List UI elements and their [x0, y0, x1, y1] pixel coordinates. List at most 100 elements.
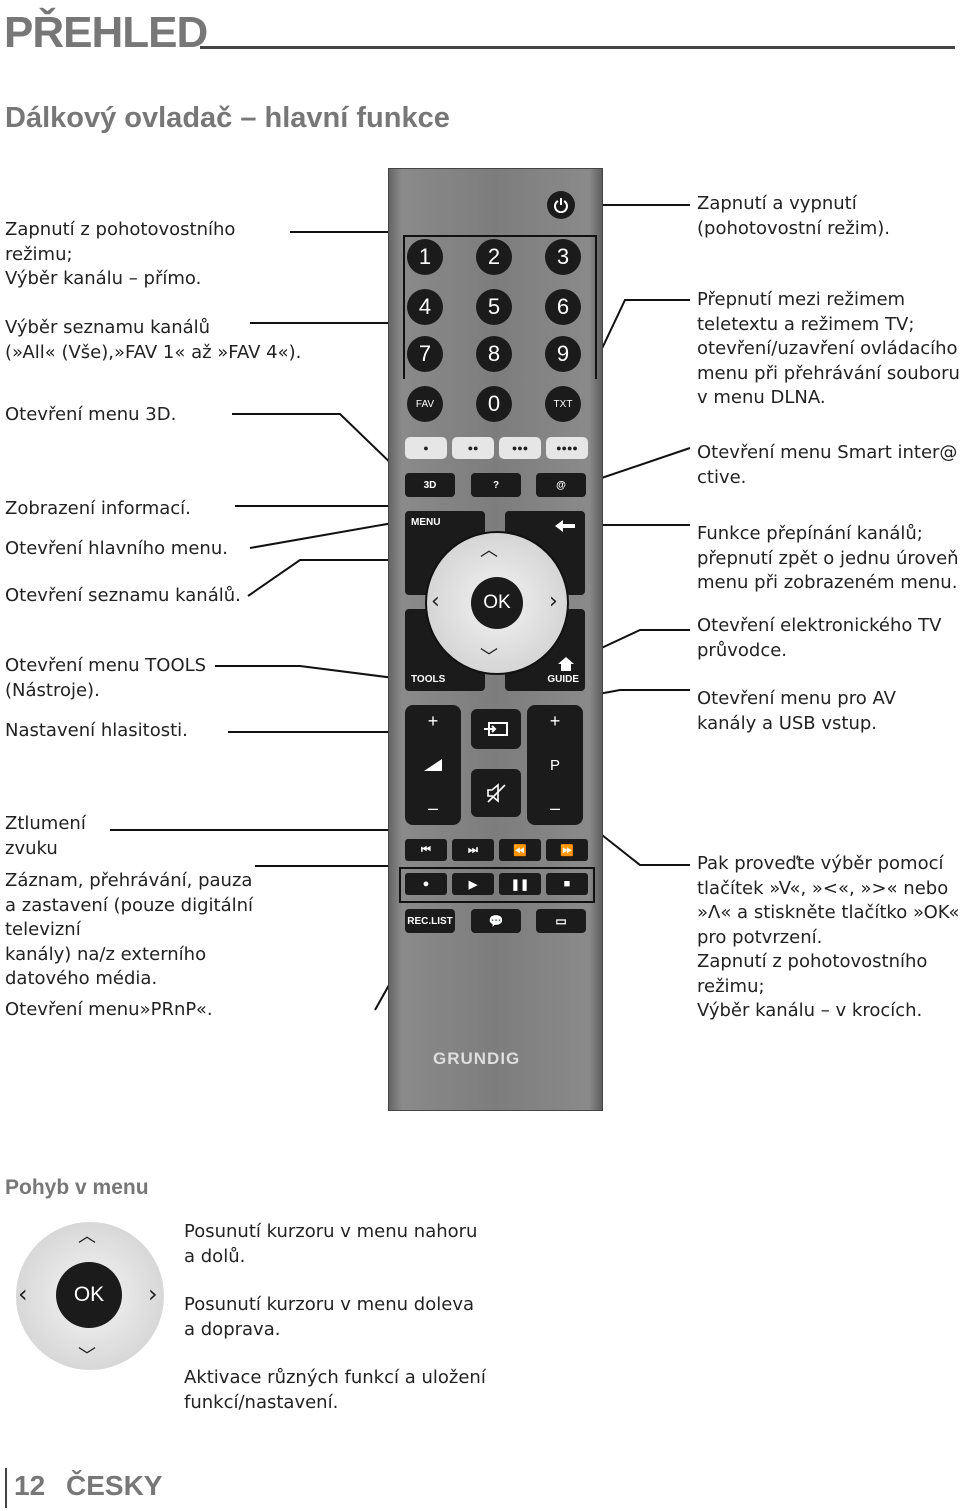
rewind-button[interactable]: ⏪ [499, 839, 541, 861]
label-epg: Otevření elektronického TV průvodce. [697, 614, 941, 663]
label-line: (Nástroje). [5, 679, 100, 701]
av-source-button[interactable] [471, 709, 521, 749]
prnp-button[interactable]: 💬 [471, 909, 521, 933]
nav-desc-ok: Aktivace různých funkcí a uložení funkcí… [184, 1366, 486, 1415]
label-line: Ztlumení [5, 813, 86, 834]
label-line: Otevření seznamu kanálů. [5, 585, 241, 606]
nav-desc-updown: Posunutí kurzoru v menu nahoru a dolů. [184, 1220, 477, 1269]
fast-forward-button[interactable]: ⏩ [546, 839, 588, 861]
label-line: a doprava. [184, 1318, 281, 1340]
pause-icon: ❚❚ [510, 878, 530, 891]
label-line: v menu DLNA. [697, 387, 826, 408]
page-title: PŘEHLED [4, 8, 208, 57]
pause-button[interactable]: ❚❚ [499, 873, 541, 895]
nav-up-icon[interactable]: ︿ [480, 540, 498, 561]
label-line: Otevření elektronického TV [697, 615, 942, 636]
footer-bar [5, 1468, 7, 1508]
program-minus-label: – [549, 798, 560, 818]
info-button[interactable]: ? [471, 473, 521, 497]
rewind-icon: ⏪ [513, 844, 527, 857]
label-line: Otevření menu TOOLS [5, 655, 207, 676]
label-3d-menu: Otevření menu 3D. [5, 403, 176, 428]
label-line: televizní [5, 919, 81, 940]
label-line: Otevření menu 3D. [5, 404, 177, 425]
green-dots-button[interactable]: ●● [452, 437, 494, 459]
home-icon [558, 657, 574, 671]
label-line: Zapnutí a vypnutí [697, 193, 857, 214]
play-icon: ▶ [468, 878, 478, 891]
digit-5-button[interactable]: 5 [476, 289, 512, 325]
label-line: kanály) na/z externího [5, 943, 207, 965]
stop-button[interactable]: ■ [546, 873, 588, 895]
label-p-steps: Pak proveďte výběr pomocí tlačítek »V«, … [697, 852, 959, 1024]
yellow-dots-button[interactable]: ●●● [499, 437, 541, 459]
label-line: Funkce přepínání kanálů; [697, 523, 923, 544]
label-line: otevření/uzavření ovládacího [697, 338, 958, 359]
blue-dots-button[interactable]: ●●●● [546, 437, 588, 459]
label-tools: Otevření menu TOOLS (Nástroje). [5, 654, 206, 703]
mute-button[interactable] [471, 769, 521, 817]
label-line: Otevření menu pro AV [697, 688, 896, 709]
program-rocker[interactable]: + P – [527, 705, 583, 825]
label-line: Otevření hlavního menu. [5, 538, 228, 559]
tools-label: TOOLS [411, 674, 446, 685]
subtitle-button[interactable]: ▭ [536, 909, 586, 933]
label-line: (»All« (Vše),»FAV 1« až »FAV 4«). [5, 341, 302, 363]
3d-button[interactable]: 3D [405, 473, 455, 497]
digit-3-button[interactable]: 3 [545, 239, 581, 275]
menu-label: MENU [411, 517, 441, 528]
label-line: Posunutí kurzoru v menu doleva [184, 1294, 474, 1315]
subtitle-icon: ▭ [555, 914, 567, 928]
navigation-ring[interactable]: ︿ ﹀ ‹ › OK [425, 531, 569, 675]
volume-icon [424, 759, 442, 771]
digit-9-button[interactable]: 9 [545, 336, 581, 372]
skip-back-icon: ⏮ [421, 843, 431, 856]
label-line: ctive. [697, 466, 747, 488]
section-title-navigation: Pohyb v menu [5, 1176, 149, 1199]
label-line: přepnutí zpět o jednu úroveň [697, 547, 959, 569]
nav-desc-leftright: Posunutí kurzoru v menu doleva a doprava… [184, 1293, 474, 1342]
smart-button[interactable]: @ [536, 473, 586, 497]
program-p-label: P [549, 756, 560, 774]
digit-2-button[interactable]: 2 [476, 239, 512, 275]
fav-button[interactable]: FAV [407, 386, 443, 422]
txt-button[interactable]: TXT [545, 386, 581, 422]
digit-0-button[interactable]: 0 [476, 386, 512, 422]
skip-back-button[interactable]: ⏮ [405, 839, 447, 861]
digit-8-button[interactable]: 8 [476, 336, 512, 372]
label-line: Zobrazení informací. [5, 498, 191, 519]
play-button[interactable]: ▶ [452, 873, 494, 895]
record-button[interactable]: ● [405, 873, 447, 895]
source-icon [484, 722, 508, 736]
nav-down-icon[interactable]: ﹀ [480, 647, 498, 668]
label-line: »Λ« a stiskněte tlačítko »OK« [697, 902, 960, 923]
label-line: menu při přehrávání souboru [697, 362, 960, 384]
footer-language: ČESKY [66, 1470, 163, 1501]
digit-4-button[interactable]: 4 [407, 289, 443, 325]
nav-left-icon[interactable]: ‹ [431, 589, 440, 614]
label-channel-list: Otevření seznamu kanálů. [5, 584, 241, 609]
nav-right-icon[interactable]: › [549, 589, 558, 614]
diagram-down-icon: ﹀ [78, 1346, 96, 1367]
rec-list-button[interactable]: REC.LIST [405, 909, 455, 933]
fast-forward-icon: ⏩ [560, 844, 574, 857]
red-dot-button[interactable]: ● [405, 437, 447, 459]
digit-7-button[interactable]: 7 [407, 336, 443, 372]
volume-rocker[interactable]: + – [405, 705, 461, 825]
label-line: Výběr kanálu – v krocích. [697, 1000, 923, 1021]
ok-button[interactable]: OK [471, 577, 523, 629]
label-line: a dolů. [184, 1245, 246, 1267]
label-back: Funkce přepínání kanálů; přepnutí zpět o… [697, 522, 959, 596]
brand-logo: GRUNDIG [433, 1049, 521, 1068]
digit-6-button[interactable]: 6 [545, 289, 581, 325]
digit-1-button[interactable]: 1 [407, 239, 443, 275]
skip-forward-button[interactable]: ⏭ [452, 839, 494, 861]
label-line: datového média. [5, 968, 158, 989]
label-line: zvuku [5, 837, 58, 859]
power-button[interactable] [547, 191, 575, 219]
page-number: 12 [14, 1470, 46, 1501]
nav-ring-diagram: ︿ ﹀ ‹ › OK [16, 1222, 164, 1370]
label-line: Záznam, přehrávání, pauza [5, 870, 253, 891]
record-icon: ● [422, 878, 430, 890]
